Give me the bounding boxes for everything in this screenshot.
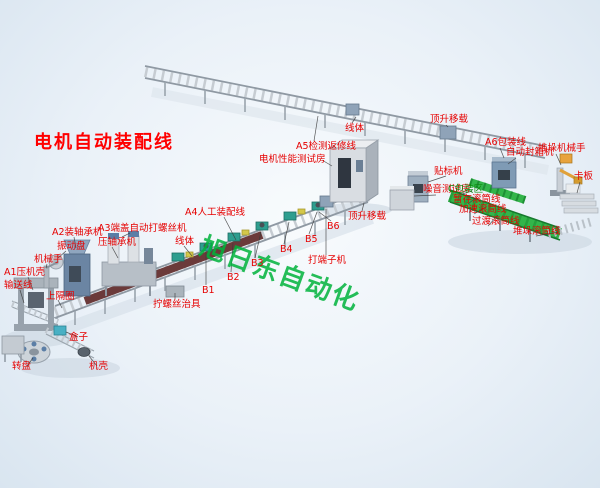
label-screw-fixture: 拧螺丝治具 [153, 299, 201, 310]
housing-part [77, 347, 91, 357]
label-buffer-roller-line: 暂存滚筒线 [453, 194, 501, 205]
label-housing: 机壳 [89, 361, 109, 372]
turntable [17, 340, 51, 364]
label-pallet: 卡板 [574, 171, 594, 182]
label-b6: B6 [327, 221, 340, 232]
station-a1-housing-press [10, 277, 60, 331]
label-robot-arm: 机械手 [34, 254, 63, 265]
label-labeling-machine: 贴标机 [434, 166, 463, 177]
label-a3-screw-machine: A3端盖自动打螺丝机 [98, 223, 187, 234]
label-b2: B2 [227, 272, 240, 283]
label-box-sealer: 自动封箱机 [506, 147, 554, 158]
label-conveyor-line: 输送线 [4, 280, 33, 291]
box-sealing-machine [491, 157, 517, 189]
label-b4: B4 [280, 244, 293, 255]
box-part [53, 325, 67, 336]
pallet-stack [559, 183, 599, 214]
label-stacking-roller-line: 堆垛滚筒线 [513, 226, 561, 237]
label-stacking-robot: 堆垛机械手 [538, 143, 586, 154]
stacking-roller-line [546, 216, 596, 239]
label-lift-transfer-top: 顶升移载 [430, 114, 469, 125]
label-a6-packing-line: A6包装线 [485, 137, 527, 148]
leader-lines [19, 115, 581, 367]
label-motor-test-room: 电机性能测试房 [259, 154, 326, 165]
label-box: 盒子 [69, 332, 89, 343]
label-spacer-ring: 上隔圈 [46, 291, 75, 302]
label-line-body-left: 线体 [175, 236, 195, 247]
label-speedup-roller-line: 加速滚筒线 [459, 204, 507, 215]
station-a3-screw-machine [101, 231, 157, 296]
label-a5-test-repair-line: A5检测返修线 [296, 141, 357, 152]
label-a2-bearing-press: A2装轴承机 [52, 227, 103, 238]
label-noise-test-room: 噪音测试房 [423, 184, 471, 195]
label-transition-roller-line: 过渡滚筒线 [472, 216, 520, 227]
label-bearing-press: 压轴承机 [98, 237, 137, 248]
side-machine [1, 335, 25, 362]
label-turntable: 转盘 [12, 361, 32, 372]
label-lift-transfer-mid: 顶升移载 [348, 211, 387, 222]
label-c-packing-area: C包装区 [448, 184, 484, 195]
label-b3: B3 [251, 258, 264, 269]
label-terminal-machine: 打端子机 [308, 255, 347, 266]
noise-test-room [389, 186, 415, 211]
packing-roller-lines [448, 178, 596, 242]
label-a1-housing-press: A1压机壳 [4, 267, 46, 278]
upper-conveyor-line [144, 65, 546, 168]
label-b1: B1 [202, 285, 215, 296]
feed-conveyor [44, 325, 96, 359]
motor-test-room [328, 139, 380, 203]
lift-transfer-units [345, 103, 457, 140]
station-a2-bearing-press [43, 239, 91, 297]
label-vibration-bowl: 振动盘 [57, 241, 86, 252]
stacking-robot [550, 153, 583, 196]
page-title: 电机自动装配线 [34, 132, 174, 153]
label-b5: B5 [305, 234, 318, 245]
label-line-body-top: 线体 [345, 123, 365, 134]
label-a4-manual-line: A4人工装配线 [185, 207, 246, 218]
